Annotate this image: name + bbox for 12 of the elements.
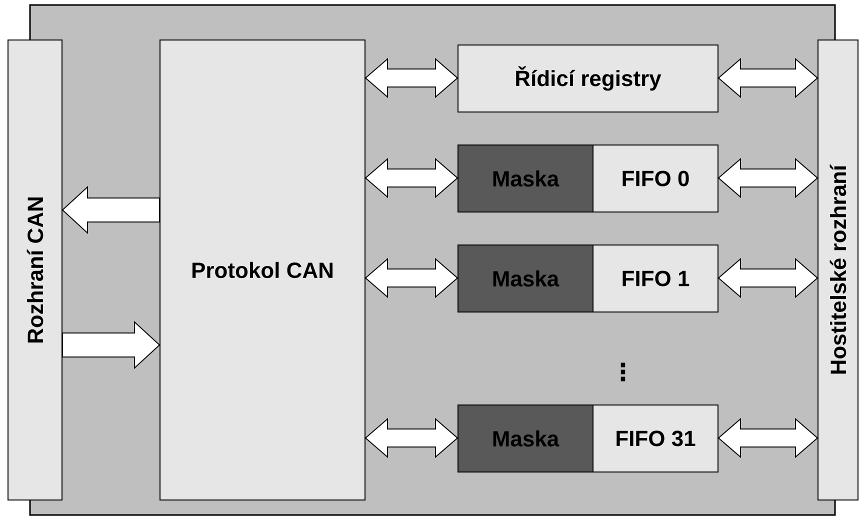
protocol-block: Protokol CAN [160,40,366,500]
interface-bar: Rozhraní CAN [8,40,62,500]
ellipsis: ⋮ [620,362,626,382]
interface-bar: Hostitelské rozhraní [818,40,858,500]
fifo-box: FIFO 31 [592,404,718,472]
register-box: Řídicí registry [458,44,718,112]
fifo-box: FIFO 0 [592,144,718,212]
fifo-box: FIFO 1 [592,244,718,312]
mask-box: Maska [458,244,594,312]
mask-box: Maska [458,404,594,472]
mask-box: Maska [458,144,594,212]
block-arrow [62,320,160,370]
